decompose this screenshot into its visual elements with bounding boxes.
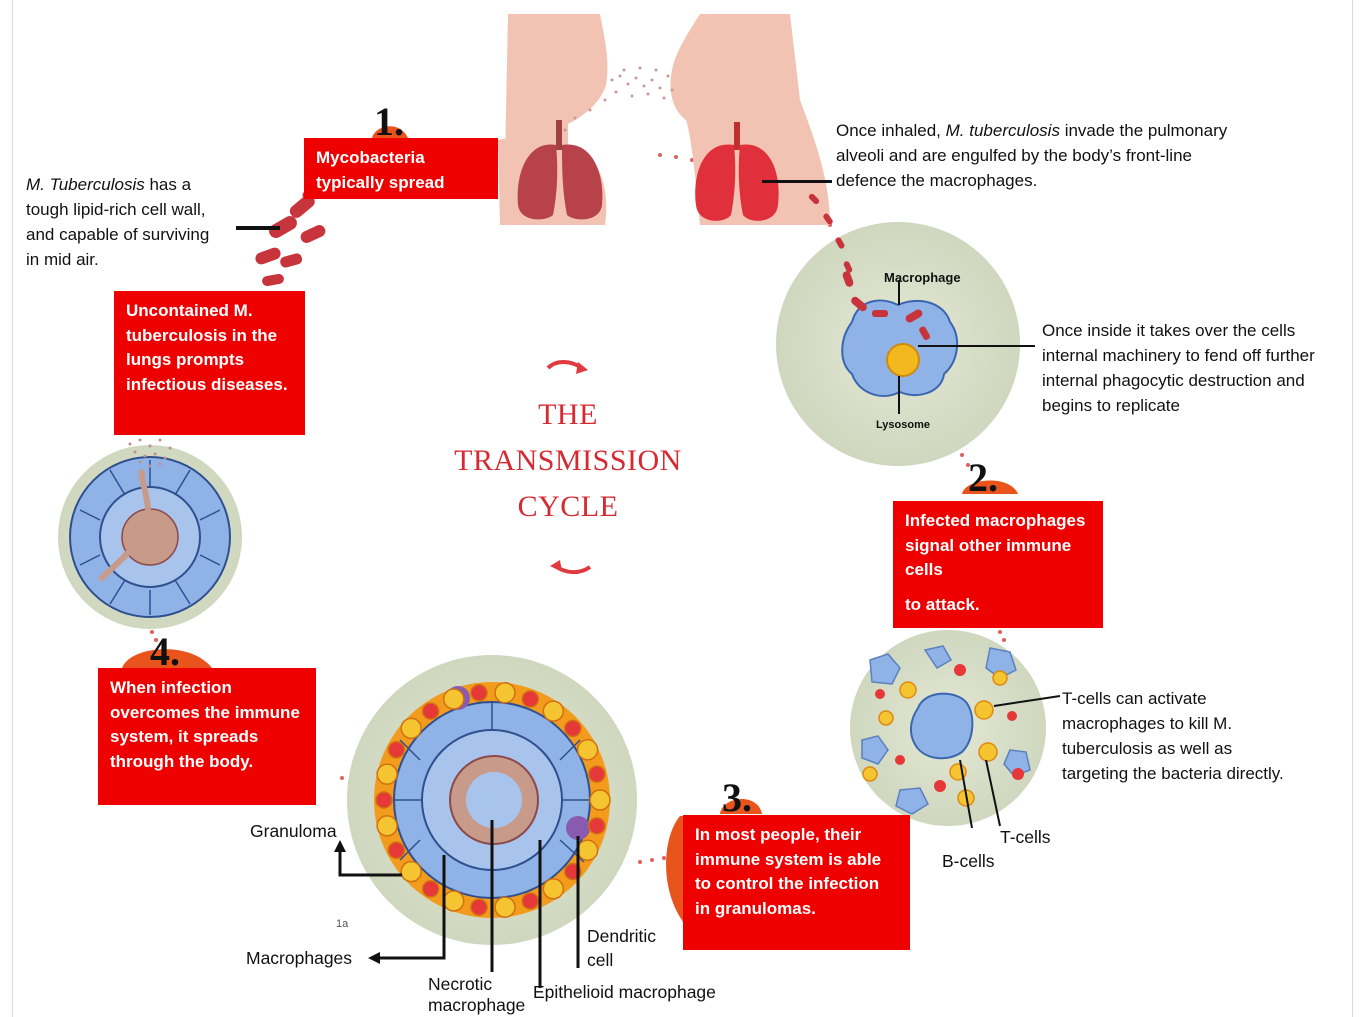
center-title: THE TRANSMISSION CYCLE [440, 392, 696, 530]
step2-text-tail: to attack. [905, 593, 980, 618]
note-inhaled-italic: M. tuberculosis [946, 121, 1060, 140]
granuloma-cell [444, 689, 464, 709]
granuloma-cell [589, 818, 605, 834]
granuloma-cell [522, 893, 538, 909]
step4-box: When infection overcomes the immune syst… [98, 668, 316, 805]
granuloma-cell [423, 703, 439, 719]
granuloma-cell [522, 691, 538, 707]
granuloma-cell [423, 881, 439, 897]
uncontained-box: Uncontained M. tuberculosis in the lungs… [114, 291, 305, 435]
granuloma-cell [376, 792, 392, 808]
label-dendritic-cell: Dendritic cell [587, 924, 656, 972]
granuloma-cell [495, 897, 515, 917]
label-necrotic-line2: macrophage [428, 995, 525, 1015]
title-line-3: CYCLE [440, 484, 696, 530]
title-line-2: TRANSMISSION [440, 438, 696, 484]
granuloma-cell [590, 790, 610, 810]
note-cell-wall-italic: M. Tuberculosis [26, 175, 145, 194]
label-necrotic-line1: Necrotic [428, 974, 492, 994]
granuloma-cell [377, 816, 397, 836]
note-tcells: T-cells can activate macrophages to kill… [1062, 686, 1292, 786]
title-line-1: THE [440, 392, 696, 438]
step-number-4: 4. [150, 632, 180, 672]
granuloma-cell [388, 842, 404, 858]
pointer-cell-wall [236, 226, 280, 230]
granuloma-cell [543, 879, 563, 899]
granuloma-cell [578, 840, 598, 860]
step-number-3: 3. [722, 778, 752, 818]
alveolus-circle [58, 439, 242, 630]
label-epithelioid: Epithelioid macrophage [533, 981, 716, 1004]
tcell-circle [850, 630, 1060, 828]
label-macrophages: Macrophages [246, 947, 352, 970]
note-inhaled: Once inhaled, M. tuberculosis invade the… [836, 118, 1236, 193]
granuloma-cell [471, 899, 487, 915]
granuloma-cell [578, 740, 598, 760]
granuloma-cell [401, 862, 421, 882]
granuloma-cell [401, 718, 421, 738]
step-number-1: 1. [374, 102, 404, 142]
granuloma-cell [565, 720, 581, 736]
granuloma-cell [471, 685, 487, 701]
pointer-inhaled [762, 180, 832, 183]
granuloma-cell [377, 764, 397, 784]
label-granuloma: Granuloma [250, 820, 337, 843]
note-inhaled-pre: Once inhaled, [836, 121, 946, 140]
label-necrotic-macrophage: Necrotic macrophage [428, 974, 525, 1016]
label-tcells: T-cells [1000, 826, 1051, 849]
granuloma-cell [543, 701, 563, 721]
granuloma-cell [589, 766, 605, 782]
note-cell-wall: M. Tuberculosis has a tough lipid-rich c… [26, 172, 226, 272]
step3-box: In most people, their immune system is a… [683, 815, 910, 950]
label-macrophage: Macrophage [884, 266, 961, 289]
step2-box: Infected macrophages signal other immune… [893, 501, 1103, 628]
note-inside: Once inside it takes over the cells inte… [1042, 318, 1352, 418]
granuloma-cell [388, 742, 404, 758]
label-tiny-mark: 1a [336, 918, 348, 930]
step1-box: Mycobacteria typically spread [304, 138, 498, 199]
step-number-2: 2. [968, 458, 998, 498]
step2-text: Infected macrophages signal other immune… [905, 511, 1085, 579]
granuloma-cell [495, 683, 515, 703]
granuloma-cell [444, 891, 464, 911]
label-bcells: B-cells [942, 850, 995, 873]
label-lysosome: Lysosome [876, 414, 930, 437]
label-dendritic-line1: Dendritic [587, 926, 656, 946]
center-arrow-top [548, 362, 582, 368]
label-dendritic-line2: cell [587, 950, 613, 970]
